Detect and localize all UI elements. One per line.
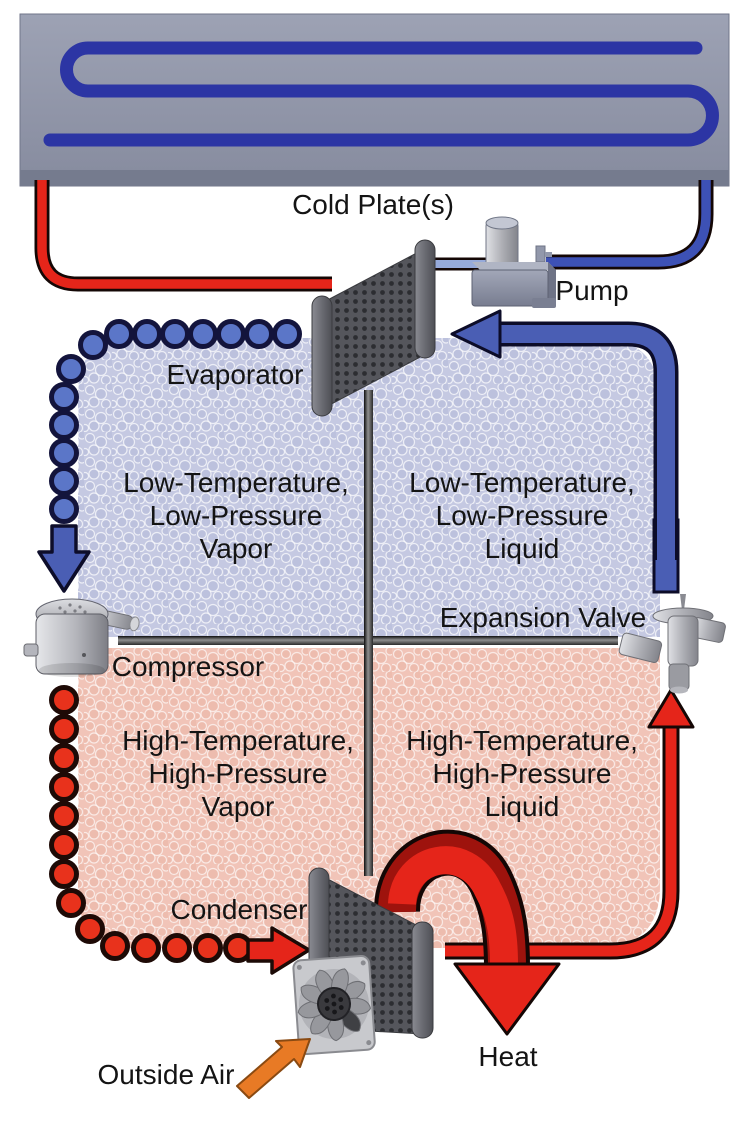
hot-liquid-arrow [445, 688, 695, 960]
cold-liquid-arrow [450, 309, 680, 594]
quadrant-line: Vapor [201, 791, 275, 822]
cold-vapor-dotted-flow [49, 319, 302, 524]
evaporator-block [311, 239, 436, 417]
quadrant-line: High-Pressure [148, 758, 328, 789]
quadrant-text-low-temp-liquid: Low-Temperature, Low-Pressure Liquid [409, 466, 635, 565]
label-pump: Pump [555, 275, 629, 306]
label-expansion-valve: Expansion Valve [439, 602, 647, 633]
quadrant-text-high-temp-vapor: High-Temperature, High-Pressure Vapor [122, 724, 354, 823]
hot-return-pipe [34, 180, 332, 292]
quadrant-text-high-temp-liquid: High-Temperature, High-Pressure Liquid [406, 724, 638, 823]
cold-plate-coil [43, 41, 719, 147]
vertical-divider [364, 390, 373, 876]
pump-device [471, 216, 556, 308]
heat-arrow [373, 829, 561, 1036]
cold-supply-pipe [546, 180, 714, 270]
quadrant-line: Vapor [199, 533, 273, 564]
expansion-valve-device [618, 594, 726, 694]
quadrant-line: Liquid [484, 533, 560, 564]
quadrant-line: Low-Pressure [149, 500, 323, 531]
quadrant-text-low-temp-vapor: Low-Temperature, Low-Pressure Vapor [123, 466, 349, 565]
red-right-arrow [246, 926, 311, 975]
blue-down-arrow [37, 524, 91, 593]
label-outside-air: Outside Air [97, 1059, 235, 1090]
outside-air-arrow [236, 1038, 311, 1099]
quadrant-line: High-Pressure [432, 758, 612, 789]
hot-vapor-dotted-flow [49, 685, 253, 963]
quadrant-line: Low-Temperature, [123, 467, 349, 498]
quadrant-line: Low-Pressure [435, 500, 609, 531]
quadrant-line: High-Temperature, [122, 725, 354, 756]
label-cold-plate: Cold Plate(s) [292, 189, 454, 220]
label-compressor: Compressor [111, 651, 265, 682]
label-evaporator: Evaporator [166, 359, 304, 390]
cold-plate [19, 13, 730, 187]
compressor-device [23, 598, 140, 677]
label-heat: Heat [478, 1041, 538, 1072]
quadrant-line: Liquid [484, 791, 560, 822]
fan [292, 954, 376, 1055]
label-condenser: Condenser [170, 894, 308, 925]
quadrant-line: Low-Temperature, [409, 467, 635, 498]
quadrant-line: High-Temperature, [406, 725, 638, 756]
